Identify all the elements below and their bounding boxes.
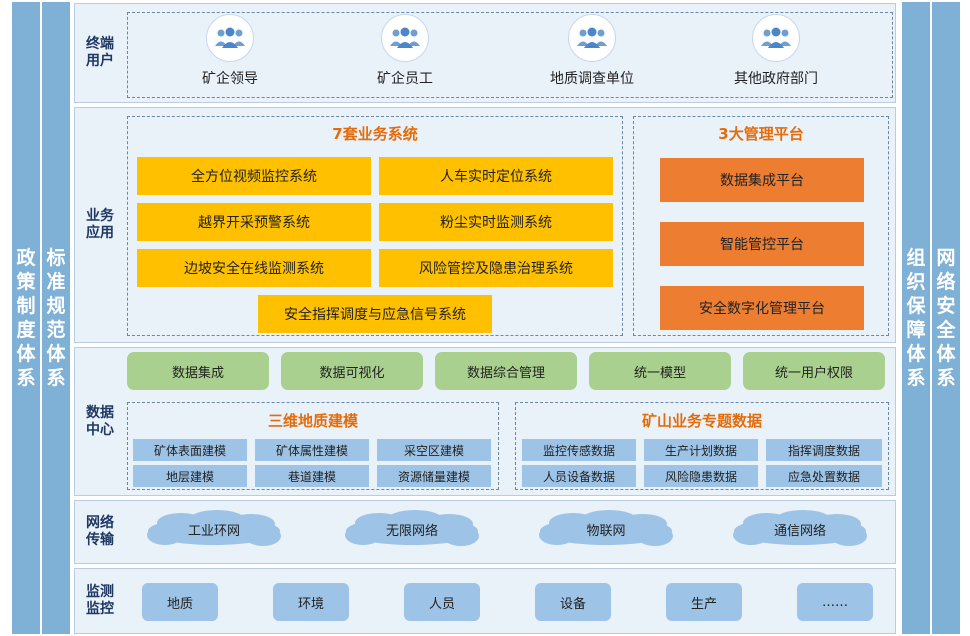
- geo-item: 巷道建模: [255, 465, 369, 487]
- user-mine-leader: 矿企领导: [165, 14, 295, 88]
- mine-data-item: 指挥调度数据: [766, 439, 882, 461]
- cloud-label: 无限网络: [385, 523, 438, 539]
- mine-data-title: 矿山业务专题数据: [641, 412, 762, 430]
- pillar-organization-system: 组织保障体系: [902, 2, 930, 634]
- module-data-integration: 数据集成: [127, 352, 269, 390]
- user-label: 矿企员工: [377, 71, 433, 87]
- monitor-personnel: 人员: [404, 583, 480, 621]
- geo-item: 采空区建模: [377, 439, 491, 461]
- module-unified-model: 统一模型: [589, 352, 731, 390]
- system-video-monitoring: 全方位视频监控系统: [137, 157, 371, 195]
- pillar-standards-text: 标准规范体系: [46, 247, 66, 389]
- layer-network: 网络传输 工业环网 无限网络 物联网 通信网络: [74, 500, 896, 564]
- geo-modeling-box: [127, 402, 499, 490]
- business-systems-box: [127, 116, 623, 336]
- management-platforms-box: [633, 116, 889, 336]
- user-label: 其他政府部门: [734, 71, 818, 87]
- users-group-icon: [381, 14, 429, 62]
- cloud-communication: 通信网络: [725, 509, 875, 549]
- cloud-wireless: 无限网络: [337, 509, 487, 549]
- mine-data-item: 人员设备数据: [522, 465, 636, 487]
- layer-business-apps: 业务应用 7套业务系统 全方位视频监控系统 人车实时定位系统 越界开采预警系统 …: [74, 107, 896, 343]
- layer-label-business-apps: 业务应用: [86, 208, 114, 241]
- layer-monitoring: 监测监控 地质 环境 人员 设备 生产 ……: [74, 568, 896, 634]
- system-boundary-warning: 越界开采预警系统: [137, 203, 371, 241]
- business-systems-title: 7套业务系统: [332, 125, 418, 143]
- user-mine-employee: 矿企员工: [340, 14, 470, 88]
- system-risk-control: 风险管控及隐患治理系统: [379, 249, 613, 287]
- system-vehicle-positioning: 人车实时定位系统: [379, 157, 613, 195]
- cloud-industrial-ring: 工业环网: [139, 509, 289, 549]
- cloud-label: 通信网络: [773, 523, 826, 539]
- users-group-icon: [568, 14, 616, 62]
- mine-data-item: 监控传感数据: [522, 439, 636, 461]
- layer-terminal-users: 终端用户 矿企领导 矿企员工 地质调查单位 其他政府部门: [74, 3, 896, 103]
- user-other-government: 其他政府部门: [711, 14, 841, 88]
- system-dust-monitoring: 粉尘实时监测系统: [379, 203, 613, 241]
- geo-item: 矿体属性建模: [255, 439, 369, 461]
- mine-data-item: 应急处置数据: [766, 465, 882, 487]
- layer-label-monitoring: 监测监控: [86, 584, 114, 617]
- geo-modeling-title: 三维地质建模: [267, 412, 358, 430]
- monitor-more: ……: [797, 583, 873, 621]
- platform-data-integration: 数据集成平台: [660, 158, 864, 202]
- cloud-label: 工业环网: [187, 523, 240, 539]
- user-geological-survey: 地质调查单位: [527, 14, 657, 88]
- monitor-environment: 环境: [273, 583, 349, 621]
- system-emergency-dispatch: 安全指挥调度与应急信号系统: [258, 295, 492, 333]
- terminal-users-box: [127, 12, 893, 98]
- monitor-production: 生产: [666, 583, 742, 621]
- system-slope-monitoring: 边坡安全在线监测系统: [137, 249, 371, 287]
- cloud-icon: [147, 510, 281, 546]
- module-unified-permissions: 统一用户权限: [743, 352, 885, 390]
- mine-data-item: 风险隐患数据: [644, 465, 758, 487]
- cloud-iot: 物联网: [531, 509, 681, 549]
- user-label: 地质调查单位: [550, 71, 634, 87]
- pillar-network-security-system: 网络安全体系: [932, 2, 960, 634]
- module-data-visualization: 数据可视化: [281, 352, 423, 390]
- users-group-icon: [206, 14, 254, 62]
- pillar-policy-text: 政策制度体系: [16, 247, 36, 389]
- platform-intelligent-control: 智能管控平台: [660, 222, 864, 266]
- module-data-management: 数据综合管理: [435, 352, 577, 390]
- layer-label-terminal-users: 终端用户: [86, 36, 114, 69]
- pillar-network-security-text: 网络安全体系: [936, 247, 956, 389]
- users-group-icon: [752, 14, 800, 62]
- pillar-organization-text: 组织保障体系: [906, 247, 926, 389]
- layer-data-center: 数据中心 数据集成 数据可视化 数据综合管理 统一模型 统一用户权限 三维地质建…: [74, 347, 896, 496]
- layer-label-data-center: 数据中心: [86, 404, 114, 438]
- geo-item: 矿体表面建模: [133, 439, 247, 461]
- mine-data-item: 生产计划数据: [644, 439, 758, 461]
- cloud-label: 物联网: [586, 523, 626, 539]
- platform-safety-digital: 安全数字化管理平台: [660, 286, 864, 330]
- mine-data-box: [515, 402, 889, 490]
- monitor-geology: 地质: [142, 583, 218, 621]
- cloud-icon: [539, 510, 673, 546]
- pillar-standards-system: 标准规范体系: [42, 2, 70, 634]
- user-label: 矿企领导: [202, 71, 258, 87]
- layer-label-network: 网络传输: [86, 515, 114, 548]
- pillar-policy-system: 政策制度体系: [12, 2, 40, 634]
- cloud-icon: [733, 510, 867, 546]
- geo-item: 地层建模: [133, 465, 247, 487]
- monitor-equipment: 设备: [535, 583, 611, 621]
- cloud-icon: [345, 510, 479, 546]
- management-platforms-title: 3大管理平台: [718, 125, 804, 143]
- geo-item: 资源储量建模: [377, 465, 491, 487]
